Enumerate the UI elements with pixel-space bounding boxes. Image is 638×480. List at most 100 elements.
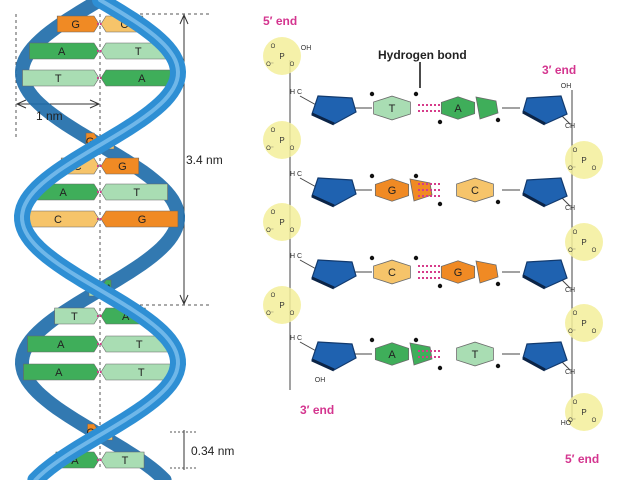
base-hexagon-ring — [440, 260, 476, 284]
phosphate-glow — [263, 37, 301, 75]
base-letter-left: T — [55, 73, 62, 85]
base-letter-left: A — [55, 367, 63, 379]
base-hexagon — [456, 177, 494, 203]
base-letter-left: A — [71, 455, 79, 467]
base-left — [23, 363, 100, 381]
base-letter-right: T — [136, 339, 143, 351]
pitch-arrowhead-bottom — [179, 294, 189, 306]
base-right — [100, 363, 177, 381]
base-letter: A — [388, 349, 396, 361]
phosphate-glow — [565, 141, 603, 179]
base-right — [100, 69, 178, 87]
phosphate-glow — [565, 393, 603, 431]
atom-dot — [413, 91, 419, 97]
ch2-left-label: H C — [290, 335, 302, 342]
base-letter: G — [388, 185, 397, 197]
base-hexagon — [373, 95, 411, 121]
base-pentagon-ring — [409, 342, 433, 366]
hydroxyl-top-right: OH — [561, 83, 572, 90]
sugar-pentagon — [311, 177, 357, 207]
phosphate-o-top: O — [271, 44, 276, 50]
sugar-pentagon — [522, 259, 568, 289]
sugar-pentagon — [311, 259, 357, 289]
phosphate-o-top: O — [573, 148, 578, 154]
base-letter: G — [454, 267, 463, 279]
ch2-left-label: H C — [290, 253, 302, 260]
phosphate-p: P — [279, 52, 284, 61]
phosphate-left: POO⁻O — [263, 37, 301, 75]
hydroxyl-bottom-left: OH — [315, 377, 326, 384]
phosphate-o-minus: O⁻ — [266, 311, 274, 317]
phosphate-left: POO⁻O — [263, 286, 301, 324]
phosphate-left: POO⁻O — [263, 121, 301, 159]
base-pentagon-ring — [475, 96, 499, 120]
atom-dot — [413, 173, 419, 179]
sugar-edge — [522, 110, 546, 126]
phosphate-right: POO⁻O — [565, 304, 603, 342]
three-prime-end-bottom-label: 3′ end — [300, 403, 335, 417]
pitch-arrowhead-top — [179, 13, 189, 25]
atom-dot — [495, 199, 501, 205]
base-left — [29, 42, 100, 60]
base-hexagon-ring — [440, 96, 476, 120]
base-left: A — [374, 342, 433, 366]
base-letter-left: A — [58, 46, 66, 58]
sugar-right — [522, 259, 568, 290]
sugar-edge — [311, 112, 335, 126]
base-letter-right: G — [138, 214, 147, 226]
atom-dot — [369, 255, 375, 261]
atom-dot — [369, 91, 375, 97]
backbone-strand-highlight — [19, 0, 181, 480]
base-hexagon-ring — [374, 178, 410, 202]
base-letter-left: T — [71, 311, 78, 323]
base-letter: C — [471, 185, 479, 197]
phosphate-p: P — [581, 408, 586, 417]
atom-dot — [437, 201, 443, 207]
base-left: C — [373, 259, 411, 285]
sugar-pentagon — [311, 95, 357, 125]
base-letter: A — [454, 103, 462, 115]
phosphate-o-bottom: O — [592, 166, 597, 172]
base-right: C — [456, 177, 494, 203]
sugar-left — [311, 259, 357, 290]
width-arrowhead-right — [89, 99, 101, 109]
sugar-pentagon — [311, 341, 357, 371]
sugar-edge — [522, 356, 546, 372]
three-prime-end-top-label: 3′ end — [542, 63, 577, 77]
base-hexagon-ring — [374, 342, 410, 366]
sugar-edge — [311, 358, 335, 372]
base-letter-left: G — [71, 19, 80, 31]
ch2-right-label: CH — [565, 369, 575, 376]
base-letter-right: G — [118, 161, 127, 173]
atom-dot — [495, 117, 501, 123]
base-letter: C — [388, 267, 396, 279]
phosphate-o-top: O — [271, 210, 276, 216]
phosphate-o-bottom: O — [290, 62, 295, 68]
base-letter-right: T — [133, 187, 140, 199]
base-letter-right: A — [122, 311, 130, 323]
base-letter-right: C — [120, 19, 128, 31]
atom-dot — [495, 363, 501, 369]
sugar-left — [311, 341, 357, 372]
sugar-pentagon — [522, 341, 568, 371]
sugar-edge — [522, 192, 546, 208]
phosphate-o-top: O — [573, 400, 578, 406]
atom-dot — [437, 365, 443, 371]
sugar-edge — [311, 194, 335, 208]
atom-dot — [413, 337, 419, 343]
base-left — [22, 69, 100, 87]
phosphate-p: P — [279, 301, 284, 310]
phosphate-o-top: O — [573, 311, 578, 317]
atom-dot — [369, 337, 375, 343]
base-pentagon-ring — [409, 178, 433, 202]
width-label: 1 nm — [36, 109, 63, 123]
phosphate-glow — [263, 203, 301, 241]
phosphate-p: P — [581, 319, 586, 328]
base-right — [100, 210, 179, 228]
phosphate-o-minus: O⁻ — [568, 248, 576, 254]
